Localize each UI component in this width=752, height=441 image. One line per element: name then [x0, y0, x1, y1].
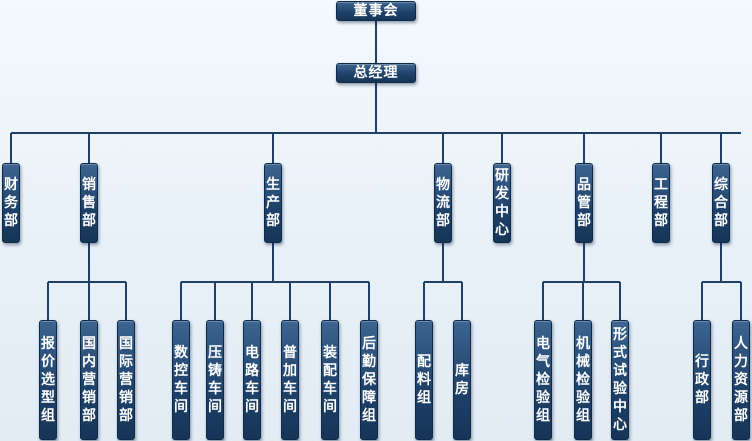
dept-7-child-1: 人力资源部: [732, 320, 750, 440]
dept-7: 综合部: [712, 163, 730, 243]
dept-1-child-0: 报价选型组: [39, 320, 57, 440]
dept-2-child-0: 数控车间: [172, 320, 190, 440]
dept-6: 工程部: [652, 163, 670, 243]
general-manager-node: 总经理: [336, 63, 416, 83]
dept-5-child-1: 机械检验组: [574, 320, 592, 440]
dept-3-child-1: 库房: [453, 320, 471, 440]
dept-2-child-4: 装配车间: [321, 320, 339, 440]
dept-5-child-2: 形式试验中心: [611, 320, 629, 440]
dept-5-child-0: 电气检验组: [534, 320, 552, 440]
board-node: 董事会: [336, 1, 416, 21]
dept-3-child-0: 配料组: [415, 320, 433, 440]
dept-1-child-2: 国际营销部: [117, 320, 135, 440]
dept-5: 品管部: [575, 163, 593, 243]
dept-1: 销售部: [80, 163, 98, 243]
dept-2-child-2: 电路车间: [243, 320, 261, 440]
dept-1-child-1: 国内营销部: [80, 320, 98, 440]
dept-2-child-5: 后勤保障组: [360, 320, 378, 440]
dept-2-child-1: 压铸车间: [206, 320, 224, 440]
dept-2-child-3: 普加车间: [281, 320, 299, 440]
dept-0: 财务部: [2, 163, 20, 243]
dept-3: 物流部: [434, 163, 452, 243]
dept-7-child-0: 行政部: [693, 320, 711, 440]
dept-4: 研发中心: [493, 163, 511, 243]
dept-2: 生产部: [264, 163, 282, 243]
